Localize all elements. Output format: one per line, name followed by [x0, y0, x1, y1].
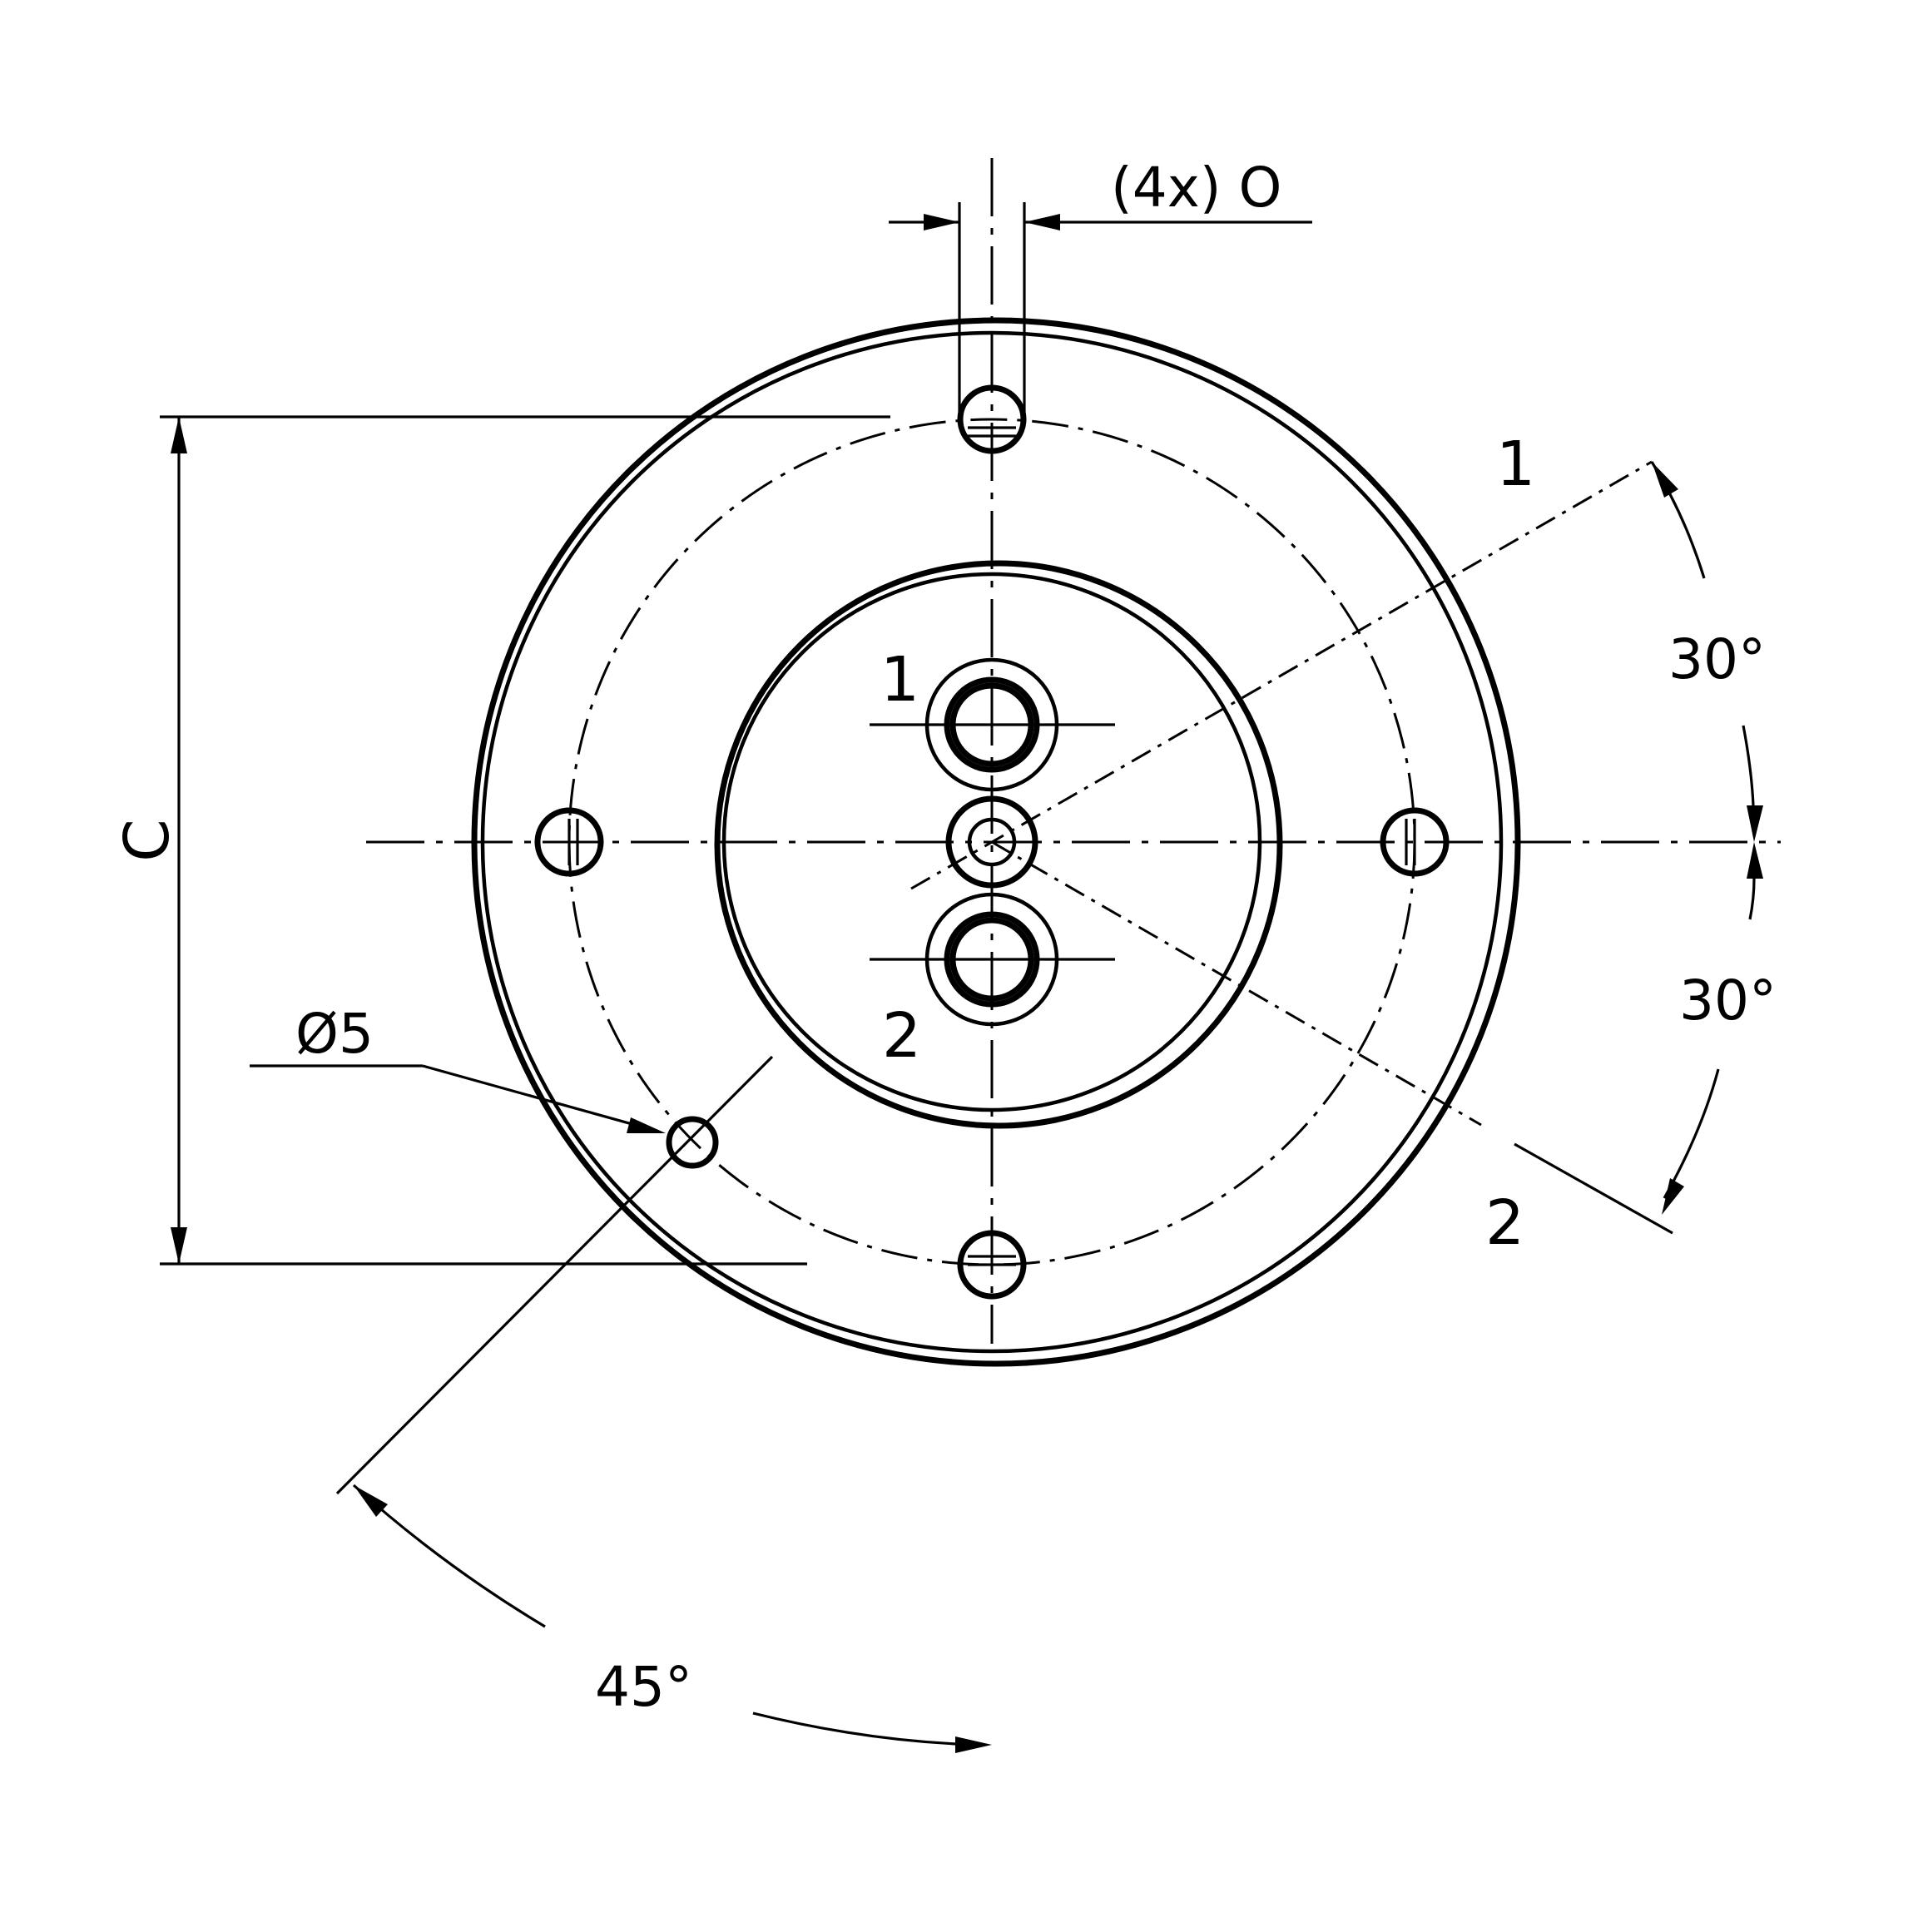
angle-30-upper-dimension — [1650, 461, 1763, 842]
angle-30-upper-label: 30° — [1668, 627, 1766, 691]
mounting-hole-left — [534, 807, 604, 877]
pitch-diameter-label: C — [112, 819, 183, 862]
mounting-hole-right — [1380, 807, 1450, 877]
angle-30-lower-label: 30° — [1679, 968, 1777, 1033]
slot-width-dimension — [889, 202, 1312, 419]
pitch-diameter-dimension — [160, 415, 890, 1266]
ray-line-1 — [910, 460, 1653, 890]
hole-diameter-leader — [250, 1064, 666, 1133]
inner-hub-inner-edge — [721, 572, 1262, 1112]
angle-30-lower-dimension — [1662, 842, 1763, 1215]
port-1 — [870, 657, 1115, 792]
outer-flange-outer-edge — [471, 317, 1521, 1367]
ray-2-label: 2 — [1485, 1187, 1524, 1259]
small-hole-45-degree — [666, 1116, 719, 1169]
inner-hub — [714, 560, 1283, 1129]
slot-width-label: (4x) O — [1111, 156, 1281, 220]
hole-diameter-label: Ø5 — [295, 1002, 374, 1066]
inner-port-2-label: 2 — [882, 1000, 921, 1072]
outer-flange-inner-edge — [480, 330, 1504, 1354]
angle-45-dimension — [335, 1055, 992, 1753]
inner-port-1-label: 1 — [880, 644, 919, 716]
inner-hub-outer-edge — [714, 560, 1283, 1129]
ray-line-2 — [991, 840, 1482, 1127]
port-2 — [870, 892, 1115, 1027]
ray-2-extension — [1514, 1142, 1673, 1235]
center-port — [945, 795, 1038, 889]
mounting-hole-bottom — [957, 1230, 1027, 1300]
angle-45-label: 45° — [595, 1655, 692, 1719]
ray-1-label: 1 — [1496, 429, 1535, 500]
outer-flange — [471, 317, 1521, 1367]
centerlines — [366, 158, 1781, 1344]
